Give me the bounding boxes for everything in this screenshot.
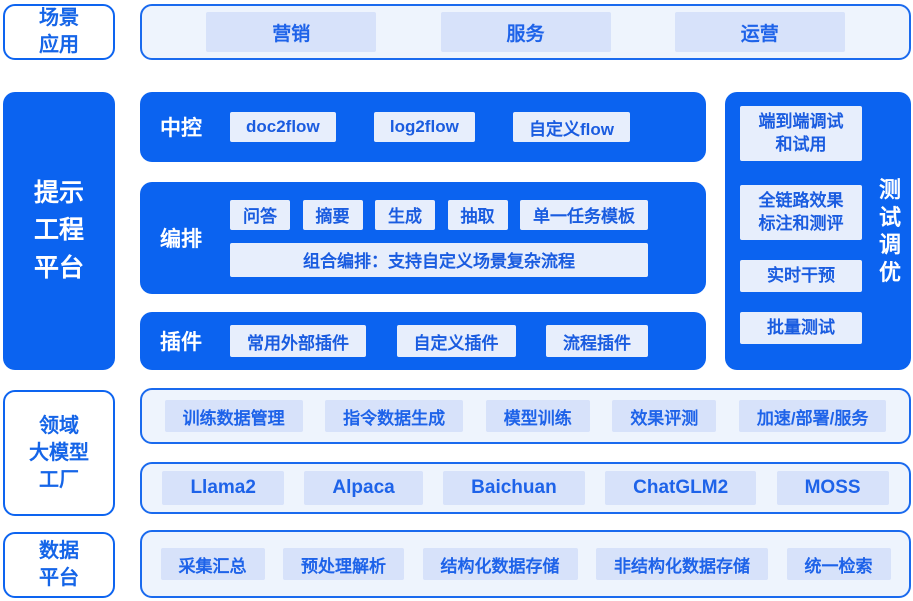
model-factory-tools-row: 训练数据管理 指令数据生成 模型训练 效果评测 加速/部署/服务: [140, 388, 911, 444]
chip-custom-flow: 自定义flow: [513, 112, 630, 142]
chip-effect-evaluation: 效果评测: [612, 400, 717, 432]
chip-custom-plugins: 自定义插件: [396, 325, 516, 357]
testing-tuning-column: 端到端调试 和试用 全链路效果 标注和测评 实时干预 批量测试 测 试 调 优: [725, 92, 911, 370]
chip-batch-testing: 批量测试: [740, 312, 862, 344]
chip-qa: 问答: [230, 199, 290, 230]
chip-instruction-data-gen: 指令数据生成: [325, 400, 464, 432]
plugin-row: 插件 常用外部插件 自定义插件 流程插件: [140, 312, 706, 370]
chip-generation: 生成: [375, 199, 435, 230]
chip-full-link-evaluation: 全链路效果 标注和测评: [740, 185, 862, 240]
chip-log2flow: log2flow: [373, 112, 475, 142]
chip-composite-orchestration: 组合编排：支持自定义场景复杂流程: [230, 242, 648, 277]
chip-structured-storage: 结构化数据存储: [422, 548, 578, 580]
chip-end-to-end-debug: 端到端调试 和试用: [740, 106, 862, 161]
scene-chip-marketing: 营销: [206, 12, 377, 52]
prompt-engineering-platform-label: 提示 工程 平台: [3, 92, 115, 370]
chip-training-data-mgmt: 训练数据管理: [164, 400, 303, 432]
chip-moss: MOSS: [776, 471, 889, 505]
scene-chip-operation: 运营: [674, 12, 845, 52]
chip-llama2: Llama2: [162, 471, 284, 505]
chip-single-task-template: 单一任务模板: [520, 199, 648, 230]
scene-application-row: 营销 服务 运营: [140, 4, 911, 60]
chip-baichuan: Baichuan: [443, 471, 585, 505]
testing-items: 端到端调试 和试用 全链路效果 标注和测评 实时干预 批量测试: [740, 106, 862, 344]
orchestration-row: 编排 问答 摘要 生成 抽取 单一任务模板 组合编排：支持自定义场景复杂流程: [140, 182, 706, 294]
chip-unified-retrieval: 统一检索: [786, 548, 891, 580]
chip-model-training: 模型训练: [485, 400, 590, 432]
chip-alpaca: Alpaca: [304, 471, 423, 505]
central-control-label: 中控: [160, 117, 202, 140]
orchestration-label: 编排: [160, 228, 202, 251]
scene-chip-service: 服务: [440, 12, 611, 52]
chip-unstructured-storage: 非结构化数据存储: [596, 548, 768, 580]
chip-realtime-intervention: 实时干预: [740, 260, 862, 292]
data-platform-row: 采集汇总 预处理解析 结构化数据存储 非结构化数据存储 统一检索: [140, 530, 911, 598]
domain-model-factory-label: 领域 大模型 工厂: [3, 390, 115, 516]
chip-extraction: 抽取: [447, 199, 508, 230]
scene-application-label: 场景 应用: [3, 4, 115, 60]
central-control-items: doc2flow log2flow 自定义flow: [230, 112, 630, 142]
central-control-row: 中控 doc2flow log2flow 自定义flow: [140, 92, 706, 162]
chip-accelerate-deploy-serve: 加速/部署/服务: [738, 400, 887, 432]
model-factory-models-row: Llama2 Alpaca Baichuan ChatGLM2 MOSS: [140, 462, 911, 514]
chip-flow-plugins: 流程插件: [546, 325, 648, 357]
testing-tuning-label: 测 试 调 优: [878, 177, 901, 285]
chip-collection-aggregation: 采集汇总: [160, 548, 265, 580]
plugin-items: 常用外部插件 自定义插件 流程插件: [230, 325, 648, 357]
chip-doc2flow: doc2flow: [230, 112, 336, 142]
chip-common-external-plugins: 常用外部插件: [230, 325, 366, 357]
chip-preprocessing-parsing: 预处理解析: [283, 548, 404, 580]
chip-chatglm2: ChatGLM2: [605, 471, 757, 505]
chip-summary: 摘要: [302, 199, 363, 230]
data-platform-label: 数据 平台: [3, 532, 115, 598]
plugin-label: 插件: [160, 331, 202, 354]
orchestration-items: 问答 摘要 生成 抽取 单一任务模板 组合编排：支持自定义场景复杂流程: [230, 199, 648, 277]
